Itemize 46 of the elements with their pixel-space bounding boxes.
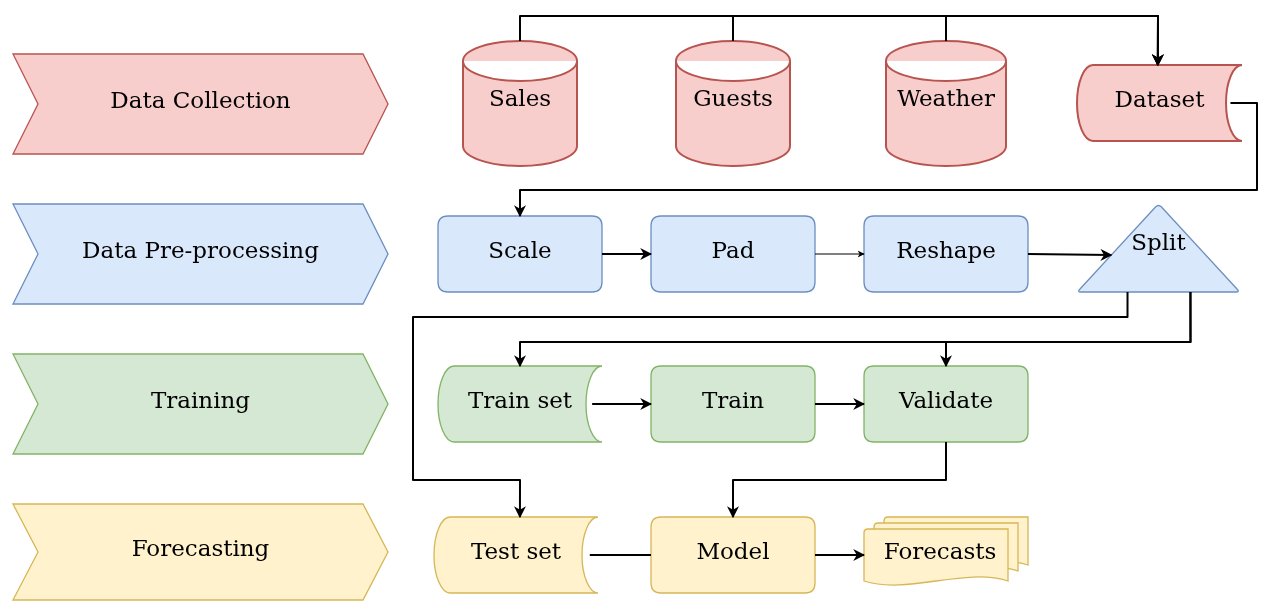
node-label: Forecasting: [130, 534, 271, 562]
process-box: [651, 216, 815, 292]
arrow: [940, 291, 1192, 368]
arrow: [945, 15, 1164, 67]
stage-header-banner: [13, 204, 388, 304]
stored-data-shape: [434, 517, 598, 593]
stored-data-shape: [438, 366, 602, 442]
arrow: [814, 549, 866, 561]
node-label: Split: [1130, 228, 1187, 256]
node-label: Scale: [487, 236, 553, 264]
node-label: Model: [695, 537, 771, 565]
node-label: Guests: [692, 84, 774, 112]
node-label: Data Collection: [109, 86, 292, 114]
database-cylinder: [676, 41, 790, 166]
node-label: Training: [149, 386, 252, 414]
stage-header-banner: [13, 354, 388, 454]
node-label: Train set: [466, 386, 574, 414]
process-box: [651, 517, 815, 593]
node-label: Pad: [710, 236, 756, 264]
arrow: [412, 291, 1129, 519]
node-label: Train: [700, 386, 766, 414]
node-label: Dataset: [1113, 85, 1206, 113]
node-label: Sales: [487, 84, 553, 112]
process-box: [438, 216, 602, 292]
node-label: Weather: [896, 84, 996, 112]
arrow: [814, 398, 866, 410]
arrow: [1027, 248, 1113, 261]
stage-header-banner: [13, 54, 388, 154]
node-label: Reshape: [895, 236, 997, 264]
arrow: [727, 441, 947, 519]
process-box: [864, 366, 1028, 442]
arrow: [591, 398, 653, 410]
process-box: [651, 366, 815, 442]
stored-data-shape: [1077, 65, 1242, 141]
database-cylinder: [886, 41, 1006, 166]
node-label: Test set: [469, 537, 563, 565]
node-label: Forecasts: [882, 537, 998, 565]
node-label: Data Pre-processing: [81, 236, 320, 264]
arrow: [514, 102, 1258, 218]
node-label: Validate: [897, 386, 995, 414]
arrow: [814, 250, 865, 258]
split-triangle: [1077, 204, 1240, 292]
stage-header-banner: [13, 504, 388, 600]
process-box: [864, 216, 1028, 292]
arrow: [601, 248, 653, 260]
database-cylinder: [463, 41, 577, 166]
